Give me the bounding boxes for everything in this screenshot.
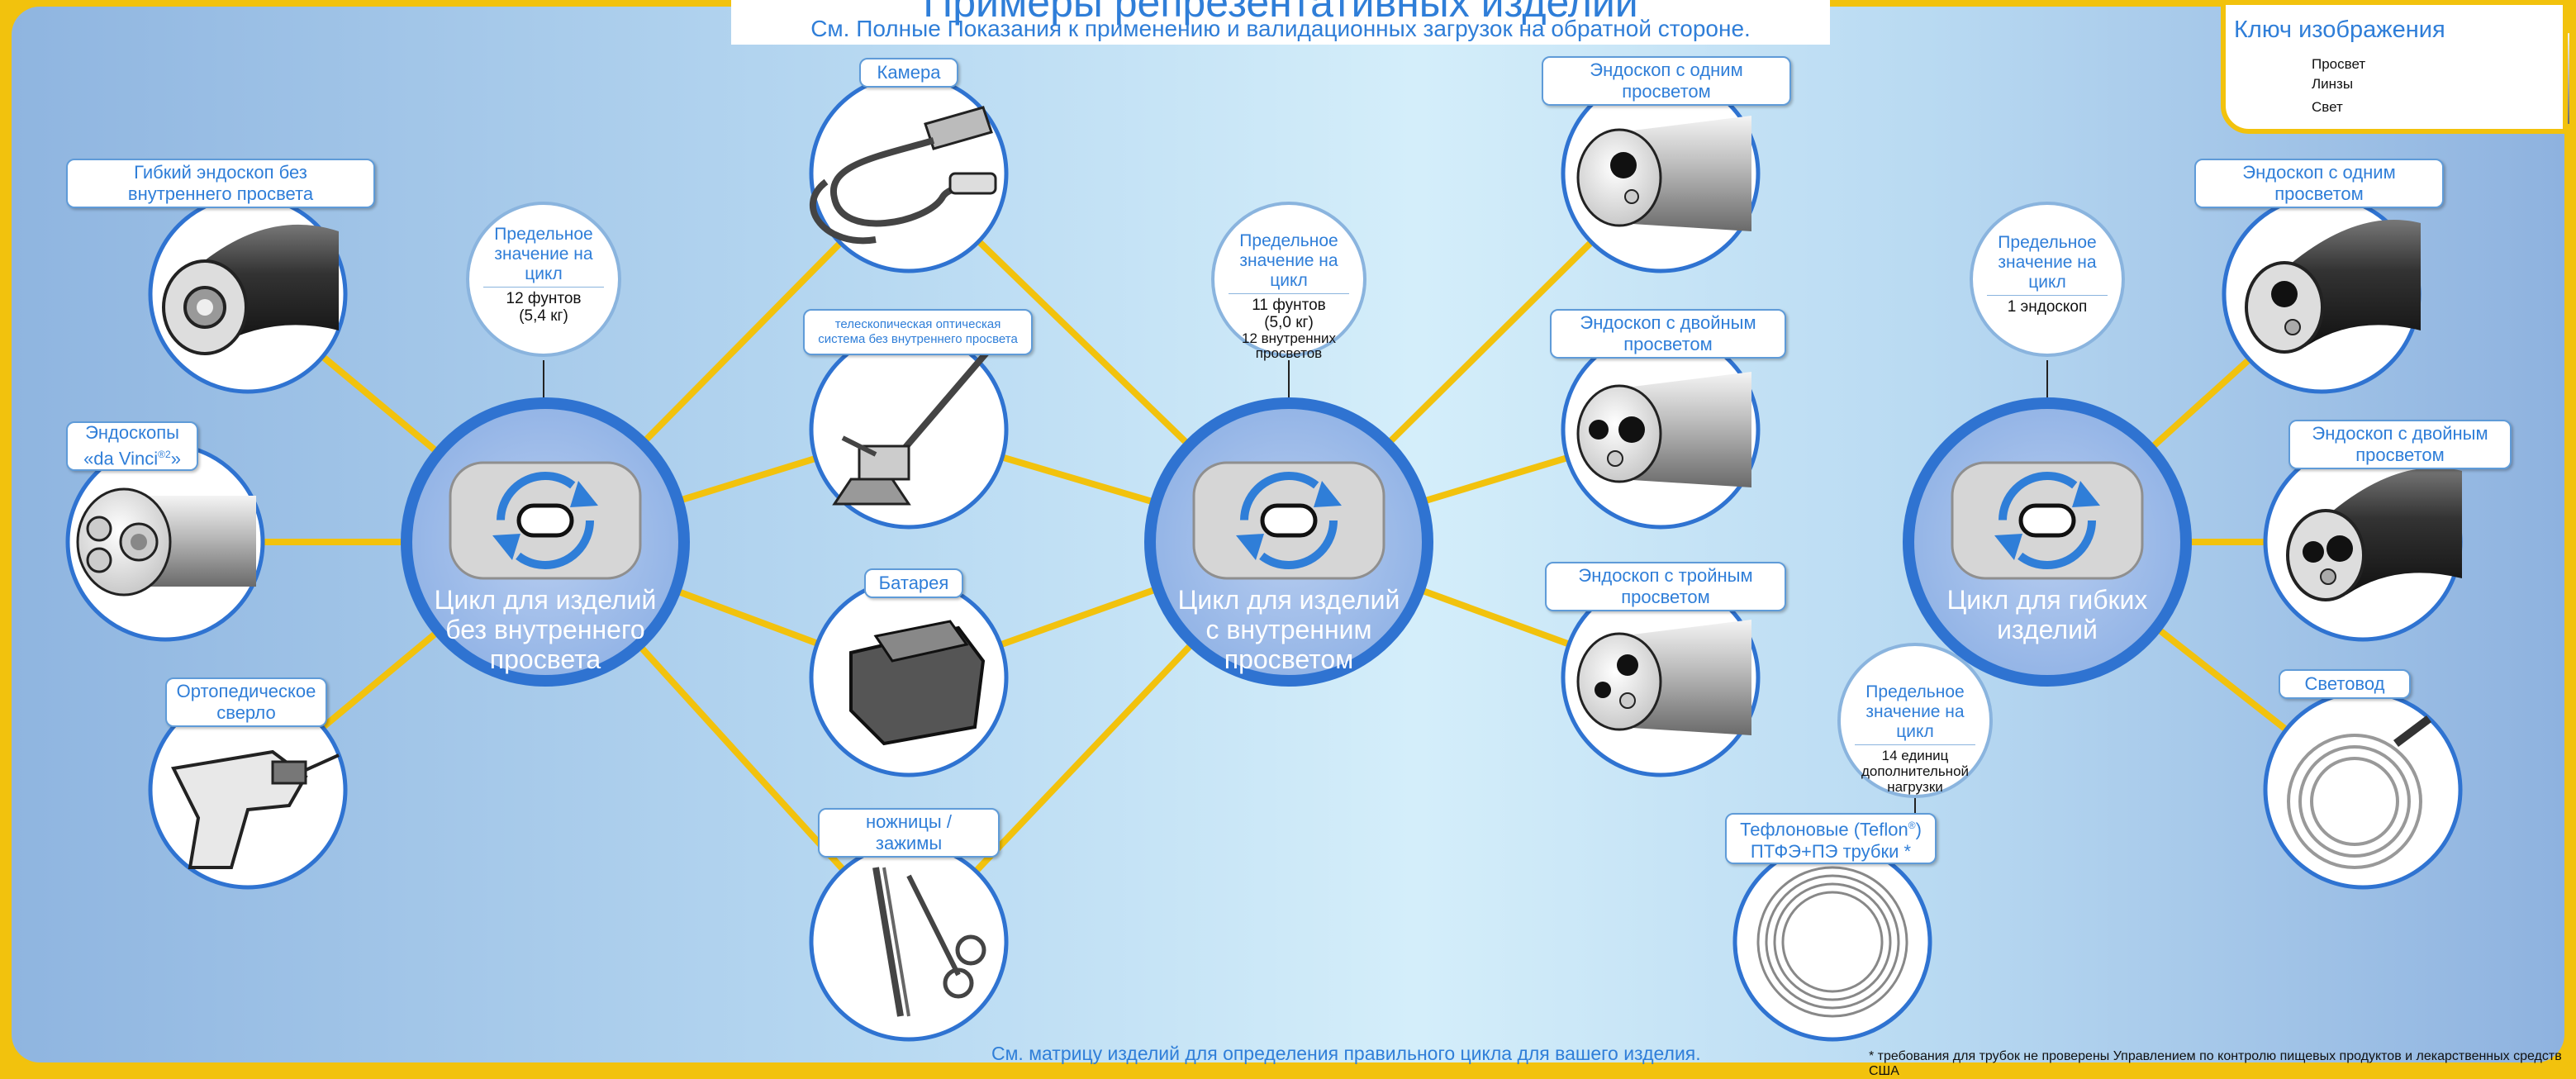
cycle-arrows-icon xyxy=(1236,472,1342,569)
title-box: Примеры репрезентативных изделий См. Пол… xyxy=(731,0,1830,45)
light-guide-icon xyxy=(2287,715,2431,869)
tubing-icon xyxy=(1756,866,1908,1018)
endoscope-icon xyxy=(1576,372,1751,487)
label-battery: Батарея xyxy=(864,568,963,598)
image-key: Ключ изображения Просвет Линзы Свет xyxy=(2221,0,2568,134)
label-light-guide: Световод xyxy=(2279,669,2411,699)
label-scissors: ножницы /зажимы xyxy=(818,808,1000,858)
footnote: * требования для трубок не проверены Упр… xyxy=(1869,1049,2562,1078)
key-lenses: Линзы xyxy=(2312,76,2354,92)
page-subtitle: См. Полные Показания к применению и вали… xyxy=(810,16,1751,41)
endoscope-icon xyxy=(1576,620,1751,735)
key-lumen: Просвет xyxy=(2312,56,2366,72)
endoscope-icon xyxy=(76,487,256,597)
cycle-arrows-icon xyxy=(492,472,598,569)
endoscope-icon xyxy=(162,224,339,355)
hub-flexible xyxy=(1903,397,2192,687)
endoscope-icon xyxy=(2245,220,2421,354)
endoscope-icon xyxy=(1576,116,1751,231)
label-davinci: Эндоскопы «da Vinci®2» xyxy=(66,421,198,471)
image-key-title: Ключ изображения xyxy=(2234,17,2445,43)
cycle-arrows-icon xyxy=(1994,472,2100,569)
hub-lumen xyxy=(1144,397,1433,687)
label-camera: Камера xyxy=(859,58,958,88)
hub-non-lumen xyxy=(401,397,690,687)
bottom-note: См. матрицу изделий для определения прав… xyxy=(991,1043,1701,1064)
label-teflon: Тефлоновые (Teflon®) ПТФЭ+ПЭ трубки * xyxy=(1725,813,1937,864)
battery-icon xyxy=(849,620,986,746)
camera-icon xyxy=(809,106,997,245)
telescope-icon xyxy=(832,345,995,506)
page-title: Примеры репрезентативных изделий xyxy=(923,0,1638,26)
key-light: Свет xyxy=(2312,99,2343,115)
drill-icon xyxy=(171,749,340,869)
endoscope-icon xyxy=(2286,468,2462,601)
scissors-icon xyxy=(872,867,986,1017)
limit-circles xyxy=(466,202,2125,798)
